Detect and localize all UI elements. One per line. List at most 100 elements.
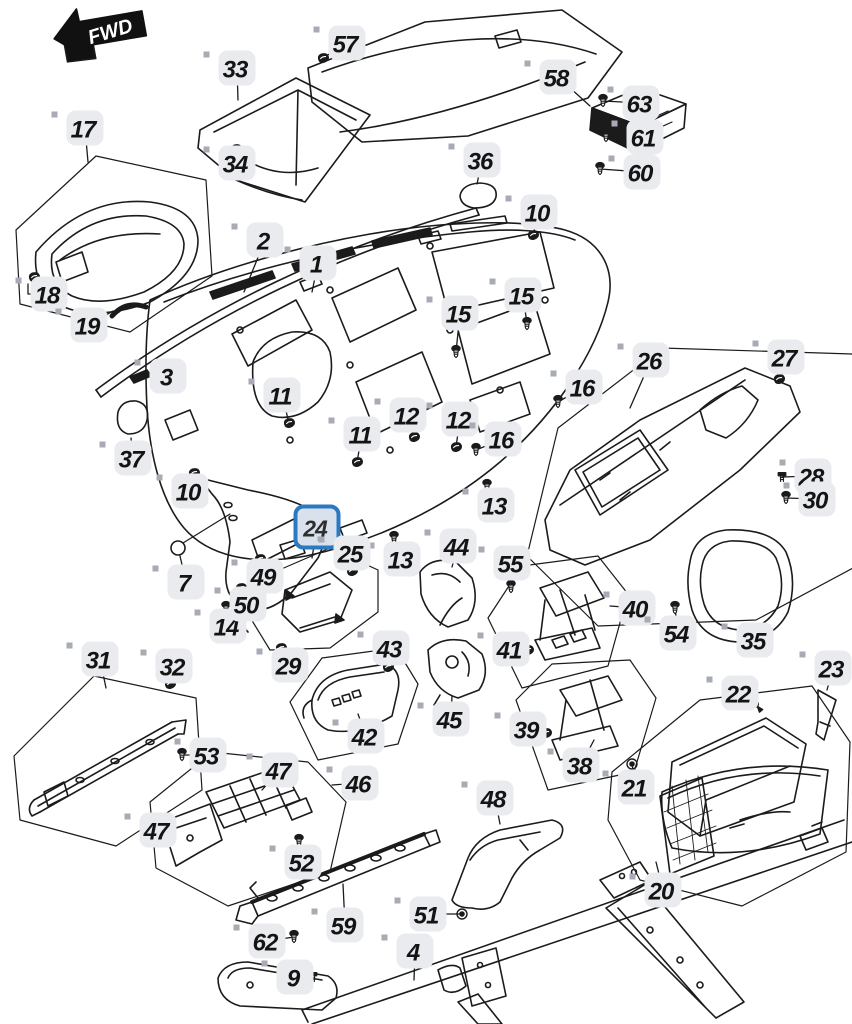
clip-icon xyxy=(408,432,421,443)
part-callout-13[interactable]: 13 xyxy=(368,541,421,577)
part-callout-47[interactable]: 47 xyxy=(124,812,177,848)
screw-icon xyxy=(471,442,481,457)
part-callout-48[interactable]: 48 xyxy=(461,780,514,816)
part-callout-59[interactable]: 59 xyxy=(311,907,364,943)
part-callout-50[interactable]: 50 xyxy=(214,586,267,622)
callout-marker xyxy=(424,529,431,536)
part-callout-15[interactable]: 15 xyxy=(426,295,479,331)
callout-marker xyxy=(233,924,240,931)
callout-number: 58 xyxy=(543,65,570,92)
callout-number: 32 xyxy=(159,654,186,681)
part-callout-55[interactable]: 55 xyxy=(478,545,531,581)
part-callout-30[interactable]: 30 xyxy=(783,481,836,517)
part-callout-51[interactable]: 51 xyxy=(394,896,447,932)
part-callout-42[interactable]: 42 xyxy=(332,718,385,754)
part-callout-17[interactable]: 17 xyxy=(51,110,104,146)
part-callout-38[interactable]: 38 xyxy=(547,747,600,783)
part-callout-23[interactable]: 23 xyxy=(799,650,852,686)
part-callout-47[interactable]: 47 xyxy=(246,752,299,788)
part-callout-31[interactable]: 31 xyxy=(66,641,119,677)
part-callout-4[interactable]: 4 xyxy=(381,933,434,969)
callout-number: 59 xyxy=(330,913,357,940)
part-callout-19[interactable]: 19 xyxy=(55,307,108,343)
callout-marker xyxy=(203,51,210,58)
part-callout-60[interactable]: 60 xyxy=(608,154,661,190)
screw-icon xyxy=(451,344,461,359)
part-callout-39[interactable]: 39 xyxy=(494,711,547,747)
part-callout-25[interactable]: 25 xyxy=(318,535,371,571)
part-callout-62[interactable]: 62 xyxy=(233,923,286,959)
part-callout-43[interactable]: 43 xyxy=(357,630,410,666)
callout-marker xyxy=(644,616,651,623)
callout-marker xyxy=(477,632,484,639)
part-callout-44[interactable]: 44 xyxy=(424,528,477,564)
callout-number: 23 xyxy=(818,656,845,683)
part-callout-10[interactable]: 10 xyxy=(505,194,558,230)
part-callout-20[interactable]: 20 xyxy=(629,872,682,908)
part-callout-58[interactable]: 58 xyxy=(524,59,577,95)
callout-number: 18 xyxy=(34,282,61,309)
callout-number: 13 xyxy=(481,493,508,520)
part-callout-16[interactable]: 16 xyxy=(550,369,603,405)
part-callout-11[interactable]: 11 xyxy=(328,416,381,452)
callout-number: 45 xyxy=(436,707,463,734)
callout-marker xyxy=(374,398,381,405)
part-callout-24-highlighted[interactable]: 24 xyxy=(293,504,341,550)
callout-marker xyxy=(140,649,147,656)
callout-number: 63 xyxy=(626,91,653,118)
callout-marker xyxy=(214,587,221,594)
part-callout-54[interactable]: 54 xyxy=(644,615,697,651)
part-callout-35[interactable]: 35 xyxy=(721,622,774,658)
part-callout-2[interactable]: 2 xyxy=(231,222,284,258)
part-callout-1[interactable]: 1 xyxy=(284,245,337,281)
part-callout-12[interactable]: 12 xyxy=(374,397,427,433)
callout-marker xyxy=(174,738,181,745)
part-callout-29[interactable]: 29 xyxy=(256,647,309,683)
part-callout-45[interactable]: 45 xyxy=(417,701,470,737)
callout-number: 44 xyxy=(443,534,470,561)
part-callout-11[interactable]: 11 xyxy=(248,377,301,413)
callout-marker xyxy=(779,459,786,466)
part-59-strip-drawing xyxy=(235,829,441,925)
part-callout-27[interactable]: 27 xyxy=(752,339,805,375)
part-callout-21[interactable]: 21 xyxy=(602,769,655,805)
part-callout-57[interactable]: 57 xyxy=(313,25,366,61)
part-19-strip-drawing xyxy=(109,302,149,319)
part-callout-9[interactable]: 9 xyxy=(261,959,314,995)
part-callout-34[interactable]: 34 xyxy=(203,145,256,181)
part-callout-12[interactable]: 12 xyxy=(426,401,479,437)
part-callout-22[interactable]: 22 xyxy=(706,675,759,711)
part-callout-63[interactable]: 63 xyxy=(607,85,660,121)
callout-marker xyxy=(608,155,615,162)
callout-number: 52 xyxy=(288,850,315,877)
part-callout-3[interactable]: 3 xyxy=(134,358,187,394)
callout-marker xyxy=(617,343,624,350)
callout-number: 12 xyxy=(445,407,472,434)
callout-number: 13 xyxy=(387,547,414,574)
part-callout-36[interactable]: 36 xyxy=(448,142,501,178)
part-callout-61[interactable]: 61 xyxy=(611,119,664,155)
callout-number: 29 xyxy=(275,653,302,680)
callout-number: 49 xyxy=(250,564,277,591)
part-42-trim-drawing xyxy=(289,647,419,761)
part-callout-52[interactable]: 52 xyxy=(269,844,322,880)
part-callout-26[interactable]: 26 xyxy=(617,342,670,378)
part-callout-32[interactable]: 32 xyxy=(140,648,193,684)
part-callout-13[interactable]: 13 xyxy=(462,487,515,523)
part-callout-41[interactable]: 41 xyxy=(477,631,530,667)
part-callout-33[interactable]: 33 xyxy=(203,50,256,86)
callout-marker xyxy=(318,536,325,543)
part-callout-53[interactable]: 53 xyxy=(174,737,227,773)
part-callout-7[interactable]: 7 xyxy=(152,564,205,600)
part-callout-18[interactable]: 18 xyxy=(15,276,68,312)
callout-marker xyxy=(752,340,759,347)
part-callout-46[interactable]: 46 xyxy=(326,765,379,801)
part-callout-10[interactable]: 10 xyxy=(156,473,209,509)
callout-marker xyxy=(426,296,433,303)
part-callout-37[interactable]: 37 xyxy=(99,440,152,476)
part-callout-16[interactable]: 16 xyxy=(469,421,522,457)
part-callout-15[interactable]: 15 xyxy=(489,277,542,313)
callout-marker xyxy=(261,960,268,967)
part-44-drawing xyxy=(419,559,476,628)
clip-icon xyxy=(773,374,786,385)
